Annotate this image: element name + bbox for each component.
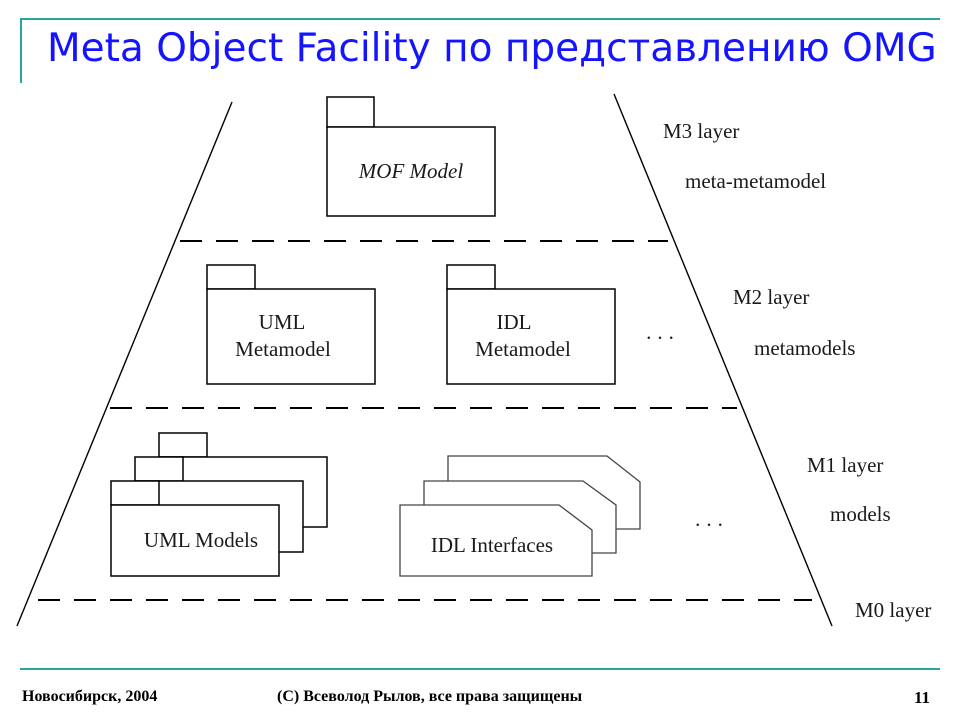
footer-rule [20,668,940,670]
idl-interfaces-stack: IDL Interfaces [399,455,641,577]
idl-interfaces-label: IDL Interfaces [431,533,553,557]
m0-layer-label: M0 layer [855,598,931,622]
m2-layer-label: M2 layer [733,285,809,309]
m2-layer-desc: metamodels [754,336,855,360]
slide-title: Meta Object Facility по представлению OM… [47,26,937,71]
m1-layer-label: M1 layer [807,453,883,477]
package-uml-models-stack: UML Models [110,432,328,577]
uml-metamodel-label-line2: Metamodel [235,337,331,361]
page-number: 11 [914,688,931,707]
uml-metamodel-label-line1: UML [259,310,306,334]
footer-city-year: Новосибирск, 2004 [22,688,158,705]
uml-models-label: UML Models [144,528,258,552]
idl-metamodel-label-line1: IDL [497,310,532,334]
pyramid-left-edge [16,101,233,627]
package-mof-model: MOF Model [326,96,496,217]
title-rule-left [20,18,22,83]
m2-ellipsis: ... [646,320,680,344]
m3-layer-label: M3 layer [663,119,739,143]
mof-model-label: MOF Model [358,159,464,183]
pyramid-right-edge [613,93,833,627]
package-uml-metamodel: UML Metamodel [206,264,376,385]
m1-ellipsis: ... [695,507,729,531]
m1-layer-desc: models [830,502,891,526]
m3-layer-desc: meta-metamodel [685,169,826,193]
idl-metamodel-label-line2: Metamodel [475,337,571,361]
footer-copyright: (C) Всеволод Рылов, все права защищены [277,688,583,705]
title-rule-top [20,18,940,20]
package-idl-metamodel: IDL Metamodel [446,264,616,385]
